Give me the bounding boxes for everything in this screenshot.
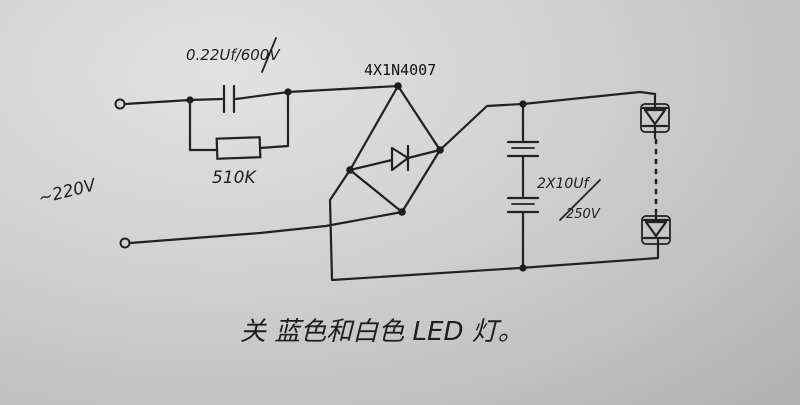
label-divider-slash xyxy=(559,179,601,221)
filter-capacitors xyxy=(506,102,540,270)
ac-terminal-top xyxy=(114,98,126,110)
cap-polarity-mark xyxy=(511,147,535,205)
node-dot xyxy=(394,82,402,90)
led-top-outline xyxy=(640,103,670,133)
filter-caps-voltage-label: 250V xyxy=(566,207,601,222)
bridge-inner-wire xyxy=(349,169,403,213)
wire-negative-rail xyxy=(518,238,660,270)
wire-cap-to-node xyxy=(234,90,290,101)
label-divider-slash xyxy=(261,37,277,73)
resistor-510k xyxy=(215,136,262,160)
capacitor-0-22uf xyxy=(222,84,236,114)
filter-caps-value-label: 2X10Uf xyxy=(537,176,591,192)
led-bottom-outline xyxy=(641,215,671,245)
capacitor-label: 0.22Uf/600V xyxy=(186,46,281,64)
wire-input-bottom xyxy=(128,210,404,245)
ac-source-label: ~220V xyxy=(36,175,99,209)
led-bottom-icon xyxy=(642,212,670,240)
caption-text: 关 蓝色和白色 LED 灯。 xyxy=(240,317,524,347)
wire-bridge-to-ground xyxy=(328,168,522,282)
led-top-icon xyxy=(641,92,669,140)
resistor-label: 510K xyxy=(212,168,257,188)
wire-to-bridge xyxy=(286,84,400,94)
wire-positive-rail xyxy=(438,90,657,152)
ac-terminal-bottom xyxy=(119,237,131,249)
wire-input-top xyxy=(123,97,224,106)
bridge-label: 4X1N4007 xyxy=(364,61,436,79)
diode-symbol xyxy=(348,144,442,172)
wire-resistor-branch xyxy=(188,90,290,152)
